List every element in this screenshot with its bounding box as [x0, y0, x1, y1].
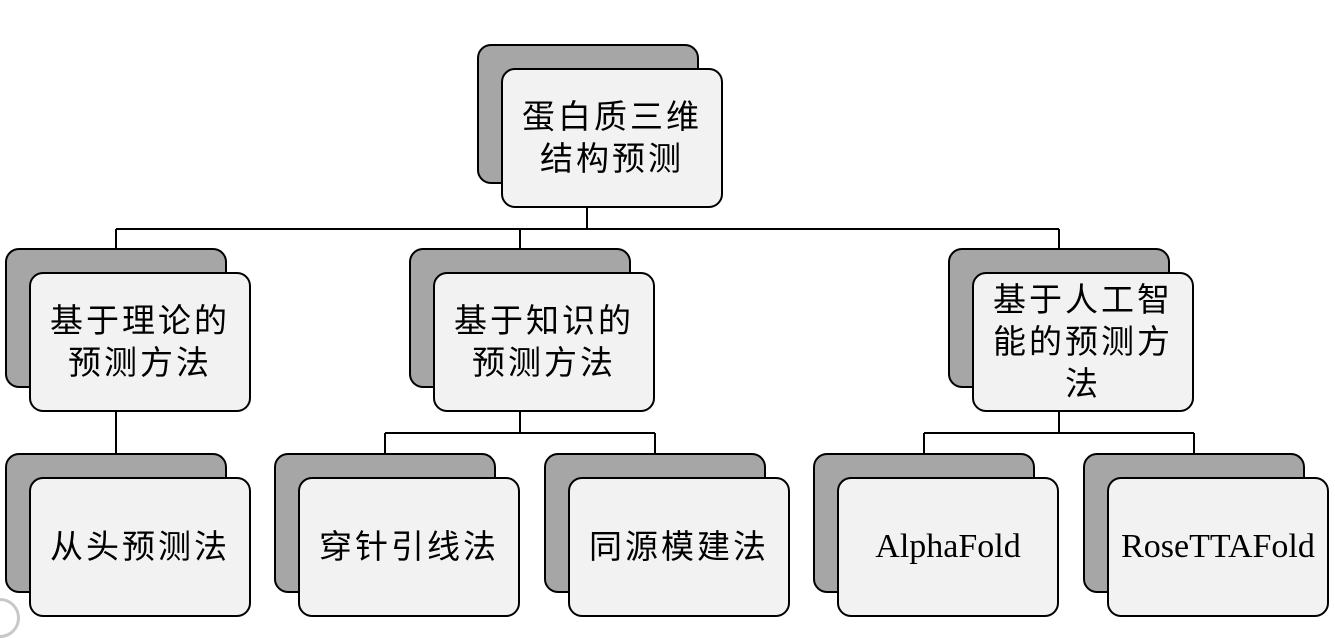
node-card: 同源模建法 [568, 477, 790, 617]
node-root: 蛋白质三维结构预测 [477, 44, 723, 208]
node-card: RoseTTAFold [1107, 477, 1329, 617]
node-card: 从头预测法 [29, 477, 251, 617]
node-homology-modeling-label: 同源模建法 [589, 527, 769, 566]
node-ai-based-label: 基于人工智能的预测方法 [993, 280, 1173, 403]
node-card: 基于人工智能的预测方法 [972, 272, 1194, 412]
node-ab-initio-label: 从头预测法 [50, 527, 230, 566]
node-root-label: 蛋白质三维结构预测 [522, 97, 702, 178]
node-rosettafold: RoseTTAFold [1083, 453, 1329, 617]
node-alphafold-label: AlphaFold [875, 528, 1021, 565]
node-card: AlphaFold [837, 477, 1059, 617]
node-card: 蛋白质三维结构预测 [501, 68, 723, 208]
node-homology-modeling: 同源模建法 [544, 453, 790, 617]
node-alphafold: AlphaFold [813, 453, 1059, 617]
node-card: 基于理论的预测方法 [29, 272, 251, 412]
node-threading-label: 穿针引线法 [319, 527, 499, 566]
node-theory-based: 基于理论的预测方法 [5, 248, 251, 412]
node-rosettafold-label: RoseTTAFold [1121, 528, 1315, 565]
hierarchy-diagram: 蛋白质三维结构预测 基于理论的预测方法 基于知识的预测方法 基于人工智能的预测方… [0, 44, 1329, 638]
node-ai-based: 基于人工智能的预测方法 [948, 248, 1194, 412]
node-theory-based-label: 基于理论的预测方法 [50, 301, 230, 382]
node-ab-initio: 从头预测法 [5, 453, 251, 617]
node-knowledge-based: 基于知识的预测方法 [409, 248, 655, 412]
node-card: 基于知识的预测方法 [433, 272, 655, 412]
connector-lines [115, 207, 1195, 454]
node-threading: 穿针引线法 [274, 453, 520, 617]
node-knowledge-based-label: 基于知识的预测方法 [454, 301, 634, 382]
node-card: 穿针引线法 [298, 477, 520, 617]
